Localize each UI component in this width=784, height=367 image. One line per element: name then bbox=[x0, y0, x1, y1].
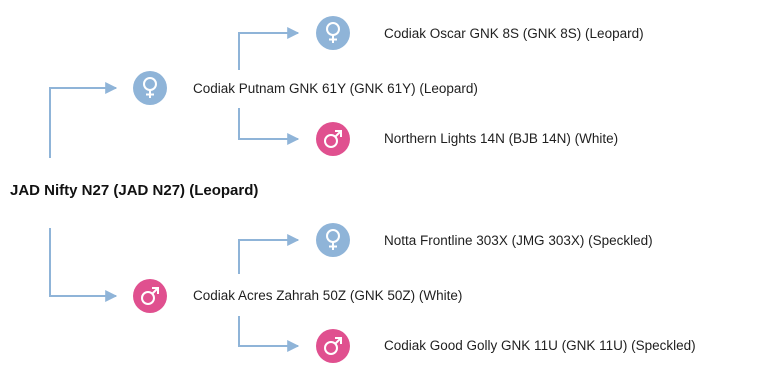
female-icon bbox=[140, 76, 160, 100]
sire-dam-name: Northern Lights 14N (BJB 14N) (White) bbox=[384, 131, 619, 146]
sire-node[interactable] bbox=[133, 71, 167, 105]
sire-name: Codiak Putnam GNK 61Y (GNK 61Y) (Leopard… bbox=[193, 81, 478, 96]
dam-dam-name: Codiak Good Golly GNK 11U (GNK 11U) (Spe… bbox=[384, 338, 696, 353]
male-icon bbox=[322, 335, 344, 357]
female-icon bbox=[323, 21, 343, 45]
connector-sire-to-grandsire bbox=[238, 27, 300, 70]
sire-sire-node[interactable] bbox=[316, 16, 350, 50]
connector-dam-to-grandsire bbox=[238, 234, 300, 274]
subject-name: JAD Nifty N27 (JAD N27) (Leopard) bbox=[10, 182, 259, 199]
dam-sire-name: Notta Frontline 303X (JMG 303X) (Speckle… bbox=[384, 233, 653, 248]
connector-dam-to-granddam bbox=[238, 316, 300, 352]
female-icon bbox=[323, 228, 343, 252]
male-icon bbox=[139, 285, 161, 307]
dam-name: Codiak Acres Zahrah 50Z (GNK 50Z) (White… bbox=[193, 288, 463, 303]
connector-subject-to-sire bbox=[49, 82, 118, 158]
dam-node[interactable] bbox=[133, 279, 167, 313]
sire-dam-node[interactable] bbox=[316, 122, 350, 156]
connector-subject-to-dam bbox=[49, 228, 118, 302]
male-icon bbox=[322, 128, 344, 150]
sire-sire-name: Codiak Oscar GNK 8S (GNK 8S) (Leopard) bbox=[384, 26, 644, 41]
dam-dam-node[interactable] bbox=[316, 329, 350, 363]
connector-sire-to-granddam bbox=[238, 108, 300, 145]
dam-sire-node[interactable] bbox=[316, 223, 350, 257]
